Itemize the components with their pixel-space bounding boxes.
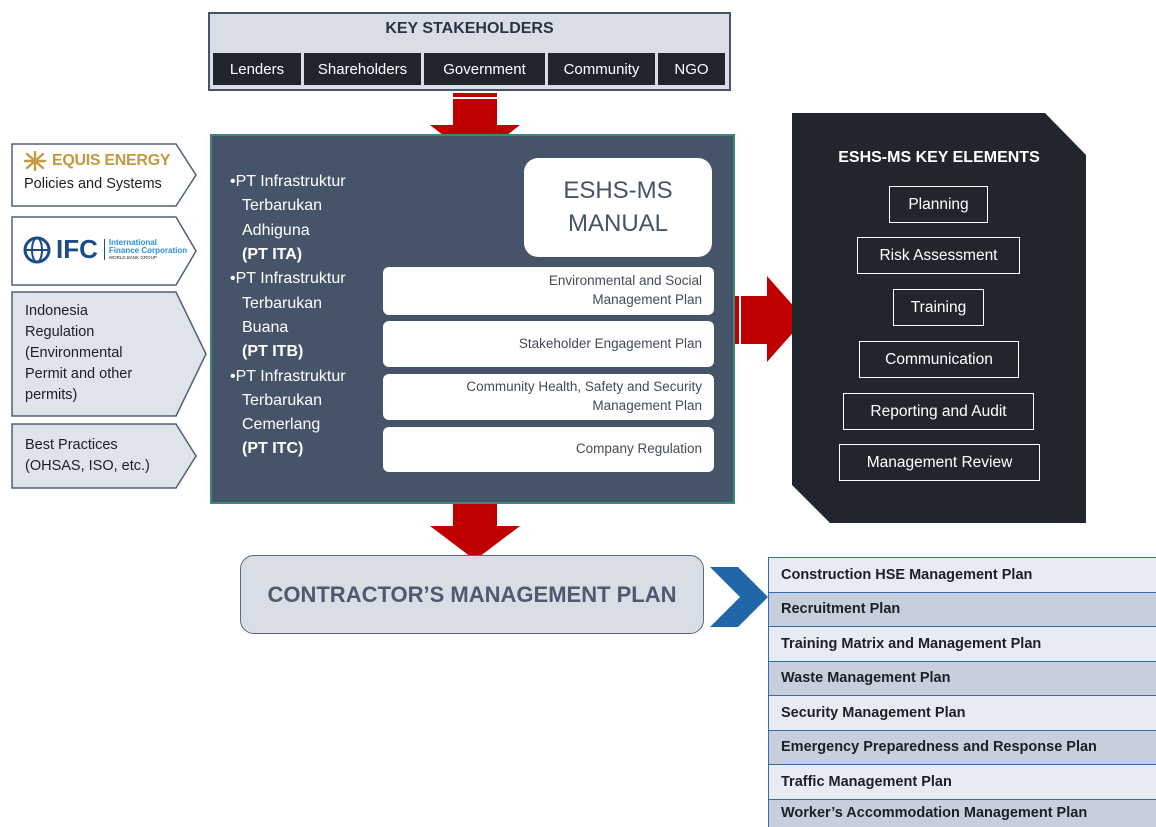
best-practices-line: (OHSAS, ISO, etc.) bbox=[25, 458, 150, 475]
company-line: Adhiguna bbox=[242, 221, 310, 239]
plan-line: Management Plan bbox=[592, 398, 702, 413]
contractor-management-plan: CONTRACTOR’S MANAGEMENT PLAN bbox=[240, 555, 704, 634]
company-line: Cemerlang bbox=[242, 416, 321, 434]
regulation-box-shape bbox=[11, 291, 207, 417]
key-stakeholders-title: KEY STAKEHOLDERS bbox=[385, 20, 554, 37]
equis-logo: EQUIS ENERGY bbox=[24, 151, 171, 171]
chevron-right-icon bbox=[710, 567, 768, 627]
key-elements-title: ESHS-MS KEY ELEMENTS bbox=[838, 149, 1040, 166]
companies-list: •PT Infrastruktur Terbarukan Adhiguna (P… bbox=[230, 170, 390, 462]
eshs-manual-panel: •PT Infrastruktur Terbarukan Adhiguna (P… bbox=[210, 134, 735, 504]
equis-energy-box: EQUIS ENERGY Policies and Systems bbox=[12, 144, 196, 206]
ifc-box: IFC International Finance Corporation WO… bbox=[12, 217, 196, 285]
arrow-right bbox=[730, 276, 805, 362]
ifc-subtitle-line3: WORLD BANK GROUP bbox=[108, 254, 157, 260]
plan-line: Community Health, Safety and Security bbox=[466, 379, 702, 395]
equis-star-icon bbox=[24, 151, 46, 171]
key-stakeholders-box: KEY STAKEHOLDERS Lenders Shareholders Go… bbox=[208, 12, 731, 91]
company-line: Terbarukan bbox=[242, 294, 323, 312]
key-element-reporting-audit: Reporting and Audit bbox=[843, 393, 1034, 430]
eshs-ms-manual-title: ESHS-MS MANUAL bbox=[524, 158, 712, 257]
ifc-subtitle: International Finance Corporation WORLD … bbox=[103, 237, 188, 261]
equis-tagline: Policies and Systems bbox=[24, 176, 162, 192]
stakeholder-shareholders: Shareholders bbox=[304, 53, 421, 85]
regulation-line: Indonesia bbox=[25, 303, 88, 319]
indonesia-regulation-box: Indonesia Regulation (Environmental Perm… bbox=[25, 301, 175, 406]
plan-line: Management Plan bbox=[592, 292, 702, 307]
key-element-planning: Planning bbox=[889, 186, 988, 223]
regulation-line: Permit and other bbox=[25, 366, 133, 383]
best-practices-box: Best Practices (OHSAS, ISO, etc.) bbox=[25, 435, 175, 477]
contractor-plan-item: Waste Management Plan bbox=[768, 660, 1156, 695]
company-line: Terbarukan bbox=[242, 197, 323, 215]
ifc-logo-text: IFC bbox=[56, 234, 98, 264]
manual-line1: ESHS-MS bbox=[563, 177, 673, 205]
company-code: (PT ITA) bbox=[242, 245, 303, 263]
contractor-plan-item: Recruitment Plan bbox=[768, 591, 1156, 626]
key-element-training: Training bbox=[893, 289, 984, 326]
company-code: (PT ITB) bbox=[242, 343, 304, 361]
key-elements-box: ESHS-MS KEY ELEMENTS Planning Risk Asses… bbox=[792, 113, 1086, 523]
regulation-line: permits) bbox=[25, 387, 78, 404]
stakeholder-lenders: Lenders bbox=[213, 53, 301, 85]
plan-line: Stakeholder Engagement Plan bbox=[518, 335, 702, 351]
contractor-plan-item: Training Matrix and Management Plan bbox=[768, 626, 1156, 661]
company-line: Terbarukan bbox=[242, 391, 323, 409]
contractor-plan-item: Emergency Preparedness and Response Plan bbox=[768, 729, 1156, 764]
equis-box-shape bbox=[11, 143, 197, 207]
ifc-logo: IFC International Finance Corporation WO… bbox=[22, 234, 187, 265]
globe-icon bbox=[23, 236, 51, 263]
best-practices-box-shape bbox=[11, 423, 197, 489]
manual-line2: MANUAL bbox=[567, 209, 669, 237]
plan-company-regulation: Company Regulation bbox=[383, 427, 714, 472]
company-line: •PT Infrastruktur bbox=[230, 367, 346, 385]
contractor-plan-item: Worker’s Accommodation Management Plan bbox=[768, 798, 1156, 827]
plan-line: Company Regulation bbox=[575, 441, 702, 457]
key-element-communication: Communication bbox=[859, 341, 1019, 378]
regulation-line: Regulation bbox=[25, 324, 95, 341]
stakeholder-community: Community bbox=[548, 53, 655, 85]
stakeholder-government: Government bbox=[424, 53, 545, 85]
ifc-subtitle-line2: Finance Corporation bbox=[108, 245, 188, 255]
contractor-plan-item: Construction HSE Management Plan bbox=[768, 557, 1156, 592]
key-elements-panel bbox=[792, 113, 1086, 523]
regulation-line: (Environmental bbox=[25, 345, 123, 362]
company-code: (PT ITC) bbox=[242, 440, 304, 458]
company-line: •PT Infrastruktur bbox=[230, 173, 346, 190]
key-element-management-review: Management Review bbox=[839, 444, 1040, 481]
key-element-risk-assessment: Risk Assessment bbox=[857, 237, 1020, 274]
plan-stakeholder-engagement: Stakeholder Engagement Plan bbox=[383, 321, 714, 367]
company-line: Buana bbox=[242, 318, 289, 336]
contractor-plan-item: Security Management Plan bbox=[768, 695, 1156, 730]
equis-logo-text: EQUIS ENERGY bbox=[52, 152, 171, 169]
plan-line: Environmental and Social bbox=[548, 273, 702, 289]
company-line: •PT Infrastruktur bbox=[230, 270, 346, 288]
best-practices-line: Best Practices bbox=[25, 437, 118, 453]
ifc-subtitle-line1: International bbox=[108, 237, 157, 247]
stakeholder-ngo: NGO bbox=[658, 53, 725, 85]
contractor-plan-item: Traffic Management Plan bbox=[768, 764, 1156, 799]
